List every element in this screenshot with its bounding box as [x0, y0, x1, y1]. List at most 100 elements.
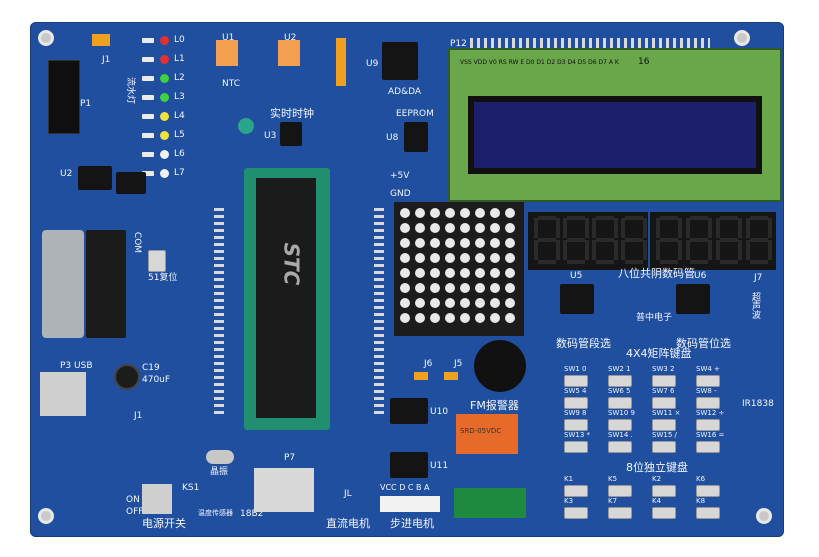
- matrix-key-label: SW11 ×: [652, 409, 681, 417]
- matrix-dot: [460, 208, 470, 218]
- matrix-key-button[interactable]: [652, 419, 676, 431]
- power-switch-label: 电源开关: [142, 517, 186, 530]
- matrix-key-button[interactable]: [608, 419, 632, 431]
- led-l7: [160, 169, 169, 178]
- p1-label: P1: [80, 99, 92, 109]
- matrix-key-button[interactable]: [696, 419, 720, 431]
- matrix-dot: [505, 313, 515, 323]
- led-resistor: [142, 57, 154, 62]
- indep-key-label: K3: [564, 497, 574, 505]
- led-l3: [160, 93, 169, 102]
- matrix-key-label: SW10 9: [608, 409, 635, 417]
- matrix-dot: [460, 298, 470, 308]
- u1-label: U1: [222, 33, 235, 43]
- matrix-dot: [430, 313, 440, 323]
- terminal-block: [454, 488, 526, 518]
- indep-key-button[interactable]: [564, 507, 588, 519]
- matrix-key-label: SW4 +: [696, 365, 720, 373]
- matrix-key-button[interactable]: [608, 375, 632, 387]
- indep-key-label: K2: [652, 475, 662, 483]
- reset-button[interactable]: [148, 250, 166, 272]
- ks1-label: KS1: [182, 483, 200, 493]
- led-l0: [160, 36, 169, 45]
- matrix-dot: [505, 238, 515, 248]
- matrix-dot: [505, 223, 515, 233]
- off-label: OFF: [126, 507, 144, 517]
- j1-label: J1: [102, 55, 111, 65]
- led-l1: [160, 55, 169, 64]
- matrix-dot: [475, 253, 485, 263]
- matrix-dot: [400, 268, 410, 278]
- matrix-dot: [490, 313, 500, 323]
- matrix-dot: [430, 298, 440, 308]
- jumper-j6[interactable]: [414, 372, 428, 380]
- power-switch[interactable]: [142, 484, 172, 514]
- eeprom-label: EEPROM: [396, 109, 434, 119]
- ir-label: IR1838: [742, 399, 774, 409]
- led-resistor: [142, 38, 154, 43]
- indep-key-label: K1: [564, 475, 574, 483]
- matrix-key-label: SW7 6: [652, 387, 675, 395]
- matrix-dot: [460, 253, 470, 263]
- matrix-dot: [505, 208, 515, 218]
- gnd-label: GND: [390, 189, 411, 199]
- matrix-key-button[interactable]: [608, 397, 632, 409]
- u2-chip: [78, 166, 112, 190]
- matrix-dot: [490, 208, 500, 218]
- matrix-dot: [415, 253, 425, 263]
- led-label-l6: L6: [174, 149, 185, 159]
- matrix-dot: [400, 223, 410, 233]
- matrix-key-button[interactable]: [696, 441, 720, 453]
- matrix-dot: [430, 208, 440, 218]
- rtc-label: 实时时钟: [270, 107, 314, 120]
- matrix-dot: [400, 238, 410, 248]
- lcd-num-label: 16: [638, 57, 650, 67]
- matrix-key-button[interactable]: [608, 441, 632, 453]
- matrix-key-button[interactable]: [696, 397, 720, 409]
- matrix-key-button[interactable]: [564, 419, 588, 431]
- indep-key-button[interactable]: [696, 485, 720, 497]
- serial-port: [42, 230, 84, 338]
- matrix-dot: [415, 298, 425, 308]
- crystal-label: 晶振: [210, 467, 229, 477]
- reset-label: 51复位: [148, 274, 177, 283]
- matrix-key-button[interactable]: [564, 375, 588, 387]
- led-resistor: [142, 171, 154, 176]
- mcu-left-pins: [214, 208, 224, 418]
- matrix-key-button[interactable]: [696, 375, 720, 387]
- led-label-l2: L2: [174, 73, 185, 83]
- matrix-dot: [445, 283, 455, 293]
- matrix-dot: [430, 283, 440, 293]
- jumper-j5[interactable]: [444, 372, 458, 380]
- indep-key-button[interactable]: [608, 507, 632, 519]
- matrix-key-button[interactable]: [652, 375, 676, 387]
- led-l6: [160, 150, 169, 159]
- matrix-dot: [460, 223, 470, 233]
- indep-key-button[interactable]: [652, 485, 676, 497]
- matrix-key-button[interactable]: [652, 441, 676, 453]
- stc-logo: STC: [279, 242, 304, 286]
- indep-key-button[interactable]: [564, 485, 588, 497]
- matrix-dot: [415, 238, 425, 248]
- mcu-right-pins: [374, 208, 384, 418]
- u3-chip: [280, 122, 302, 146]
- mount-hole-bl: [38, 508, 54, 524]
- matrix-key-button[interactable]: [564, 441, 588, 453]
- usb-port: [40, 372, 86, 416]
- ds18b20-label: 18B2: [240, 509, 264, 519]
- indep-key-button[interactable]: [652, 507, 676, 519]
- seg-digit: [746, 216, 772, 264]
- matrix-key-button[interactable]: [564, 397, 588, 409]
- indep-key-button[interactable]: [608, 485, 632, 497]
- matrix-dot: [415, 208, 425, 218]
- indep-key-button[interactable]: [696, 507, 720, 519]
- matrix-dot: [460, 283, 470, 293]
- com-label: COM: [132, 231, 143, 254]
- matrix-key-button[interactable]: [652, 397, 676, 409]
- j6-label: J6: [424, 359, 433, 369]
- seg-digit: [716, 216, 742, 264]
- matrix-dot: [505, 268, 515, 278]
- indep-key-label: K8: [696, 497, 706, 505]
- u6-label: U6: [694, 271, 707, 281]
